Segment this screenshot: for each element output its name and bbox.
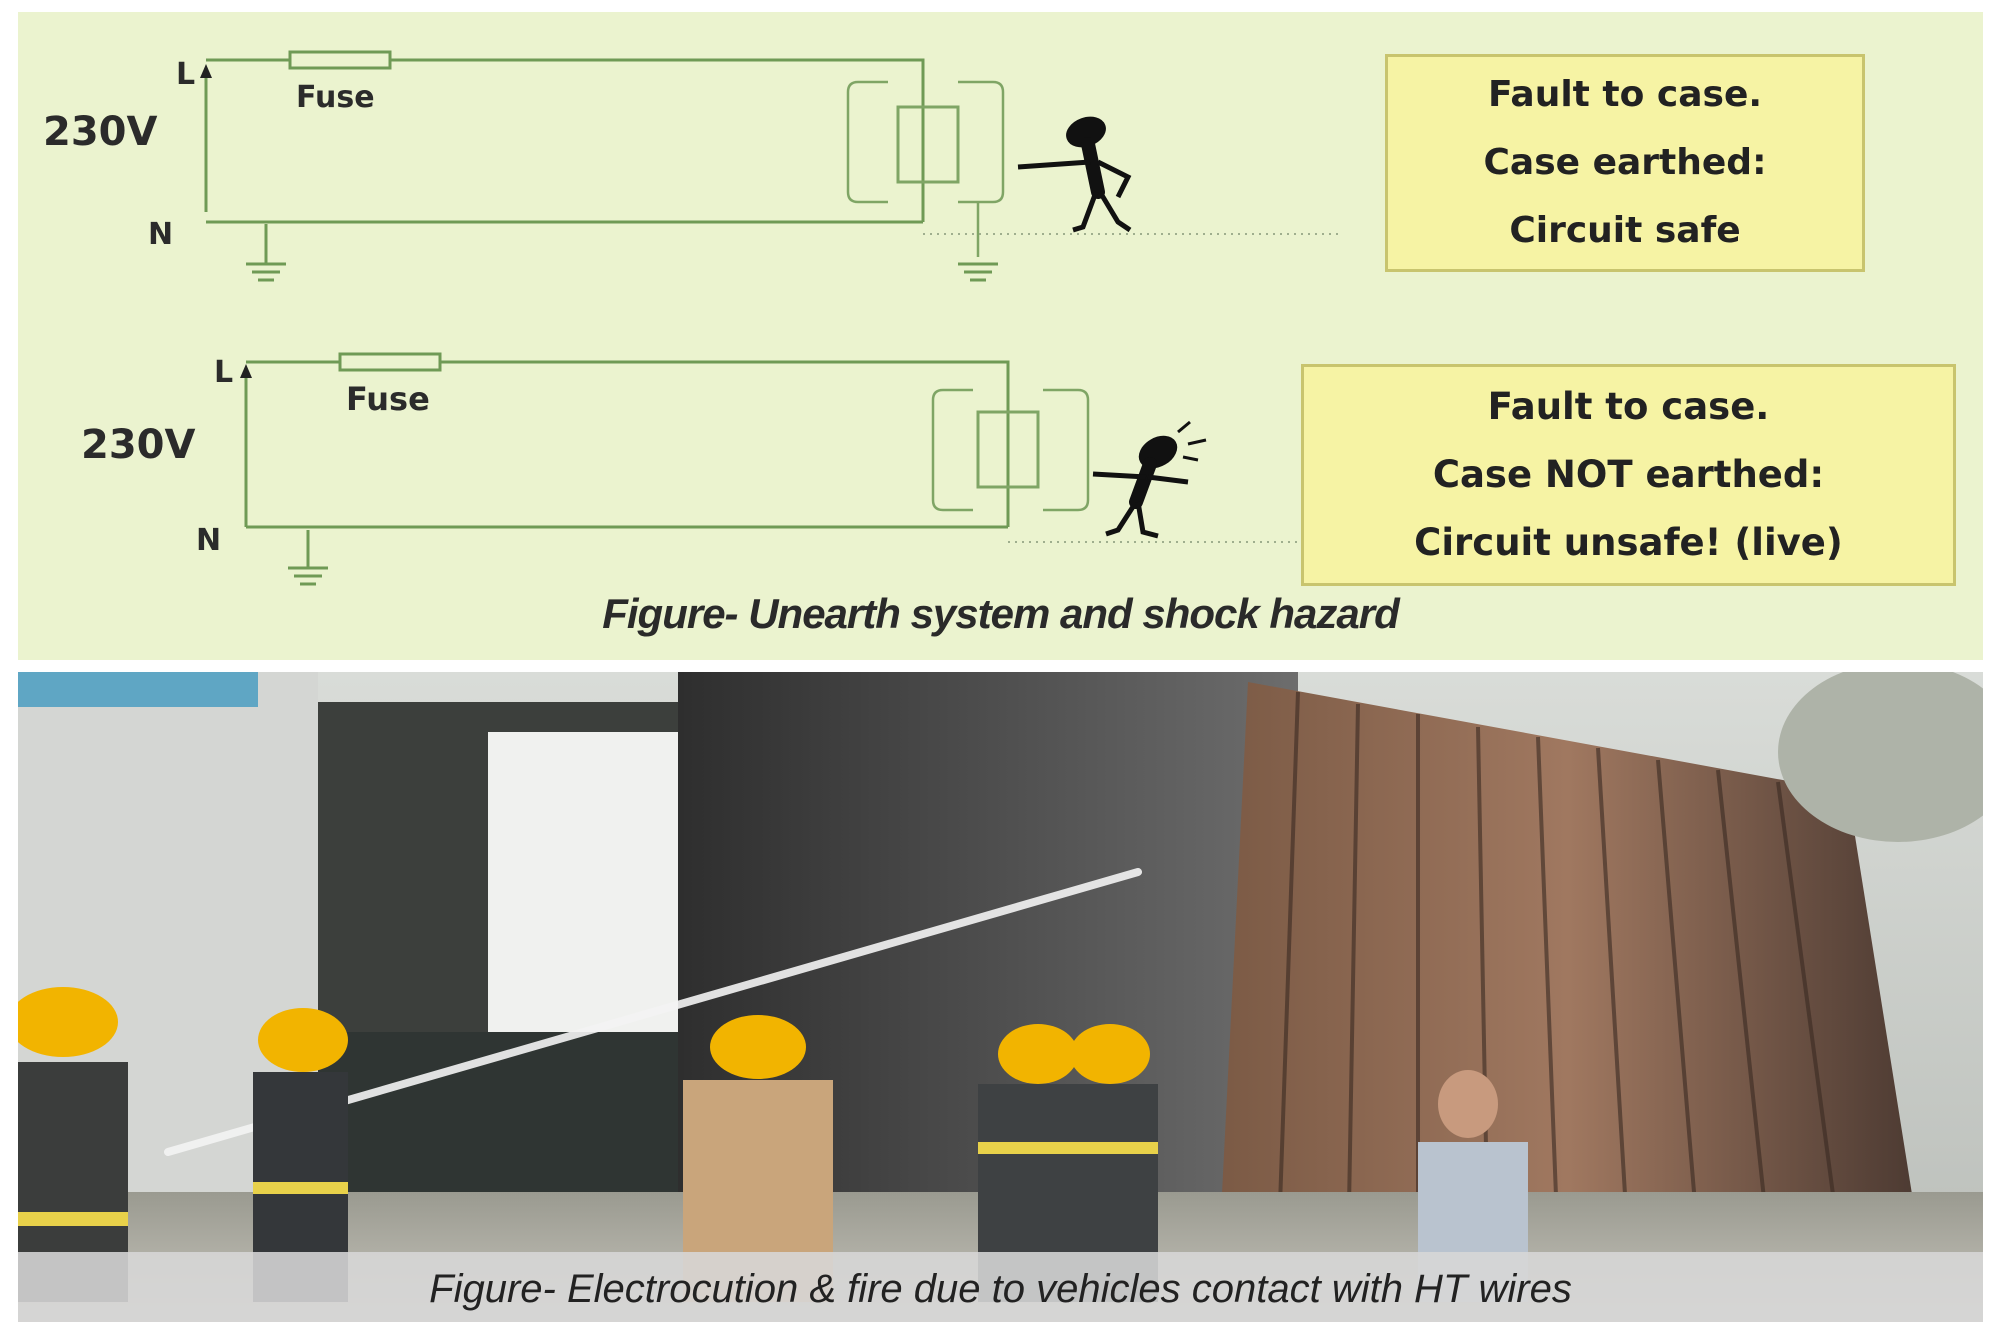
fuse-label-bottom: Fuse xyxy=(346,380,430,418)
info-line: Case earthed: xyxy=(1483,142,1767,183)
person-icon-safe xyxy=(1017,116,1132,233)
heating-element-icon-bottom xyxy=(976,410,1040,489)
photo-caption: Figure- Electrocution & fire due to vehi… xyxy=(429,1267,1572,1311)
earth-icon-case-top xyxy=(958,262,998,282)
fuse-label-top: Fuse xyxy=(296,80,375,115)
voltage-label-top: 230V xyxy=(43,109,157,155)
arrow-head-icon xyxy=(200,64,212,78)
line-label-bottom: L xyxy=(214,355,233,390)
shed-opening xyxy=(488,732,688,1032)
fire-photo-panel: Figure- Electrocution & fire due to vehi… xyxy=(18,672,1983,1322)
line-wire-bottom xyxy=(246,360,1010,527)
circuit-diagram-svg: L N 230V Fuse xyxy=(43,50,1338,586)
neutral-label-top: N xyxy=(148,217,173,252)
info-line: Circuit safe xyxy=(1509,210,1741,251)
appliance-case-top xyxy=(846,80,1005,282)
fuse-icon-top xyxy=(288,50,392,70)
info-box-not-earthed: Fault to case. Case NOT earthed: Circuit… xyxy=(1301,364,1956,586)
container-ribs xyxy=(1276,691,1840,1263)
info-line: Fault to case. xyxy=(1487,385,1770,428)
diagram-caption: Figure- Unearth system and shock hazard xyxy=(602,590,1400,637)
arrow-head-icon xyxy=(240,364,252,378)
burnt-container xyxy=(1218,682,1918,1272)
circuit-top: L N 230V Fuse xyxy=(43,50,1338,282)
fire-photo-illustration xyxy=(18,672,1983,1322)
circuit-diagram-panel: L N 230V Fuse xyxy=(18,12,1983,660)
trees xyxy=(1778,672,1983,842)
caption-strip xyxy=(18,1252,1983,1322)
person-icon-shocked xyxy=(1092,420,1207,539)
line-label-top: L xyxy=(176,57,195,92)
info-line: Fault to case. xyxy=(1487,74,1763,115)
heating-element-icon-top xyxy=(896,105,960,184)
neutral-label-bottom: N xyxy=(196,523,221,558)
info-line: Case NOT earthed: xyxy=(1432,453,1825,496)
circuit-bottom: L N 230V Fuse xyxy=(81,352,1301,586)
shock-marks-icon xyxy=(1177,420,1207,462)
info-box-earthed: Fault to case. Case earthed: Circuit saf… xyxy=(1385,54,1865,272)
building-roof-blue xyxy=(18,672,258,707)
earth-icon-left-bottom xyxy=(288,530,328,586)
earth-icon-left-top xyxy=(246,224,286,282)
info-line: Circuit unsafe! (live) xyxy=(1414,521,1843,564)
fuse-icon-bottom xyxy=(338,352,442,372)
appliance-case-bottom xyxy=(931,388,1090,512)
voltage-label-bottom: 230V xyxy=(81,422,195,468)
gate xyxy=(318,1032,718,1192)
line-wire-top xyxy=(206,58,925,222)
